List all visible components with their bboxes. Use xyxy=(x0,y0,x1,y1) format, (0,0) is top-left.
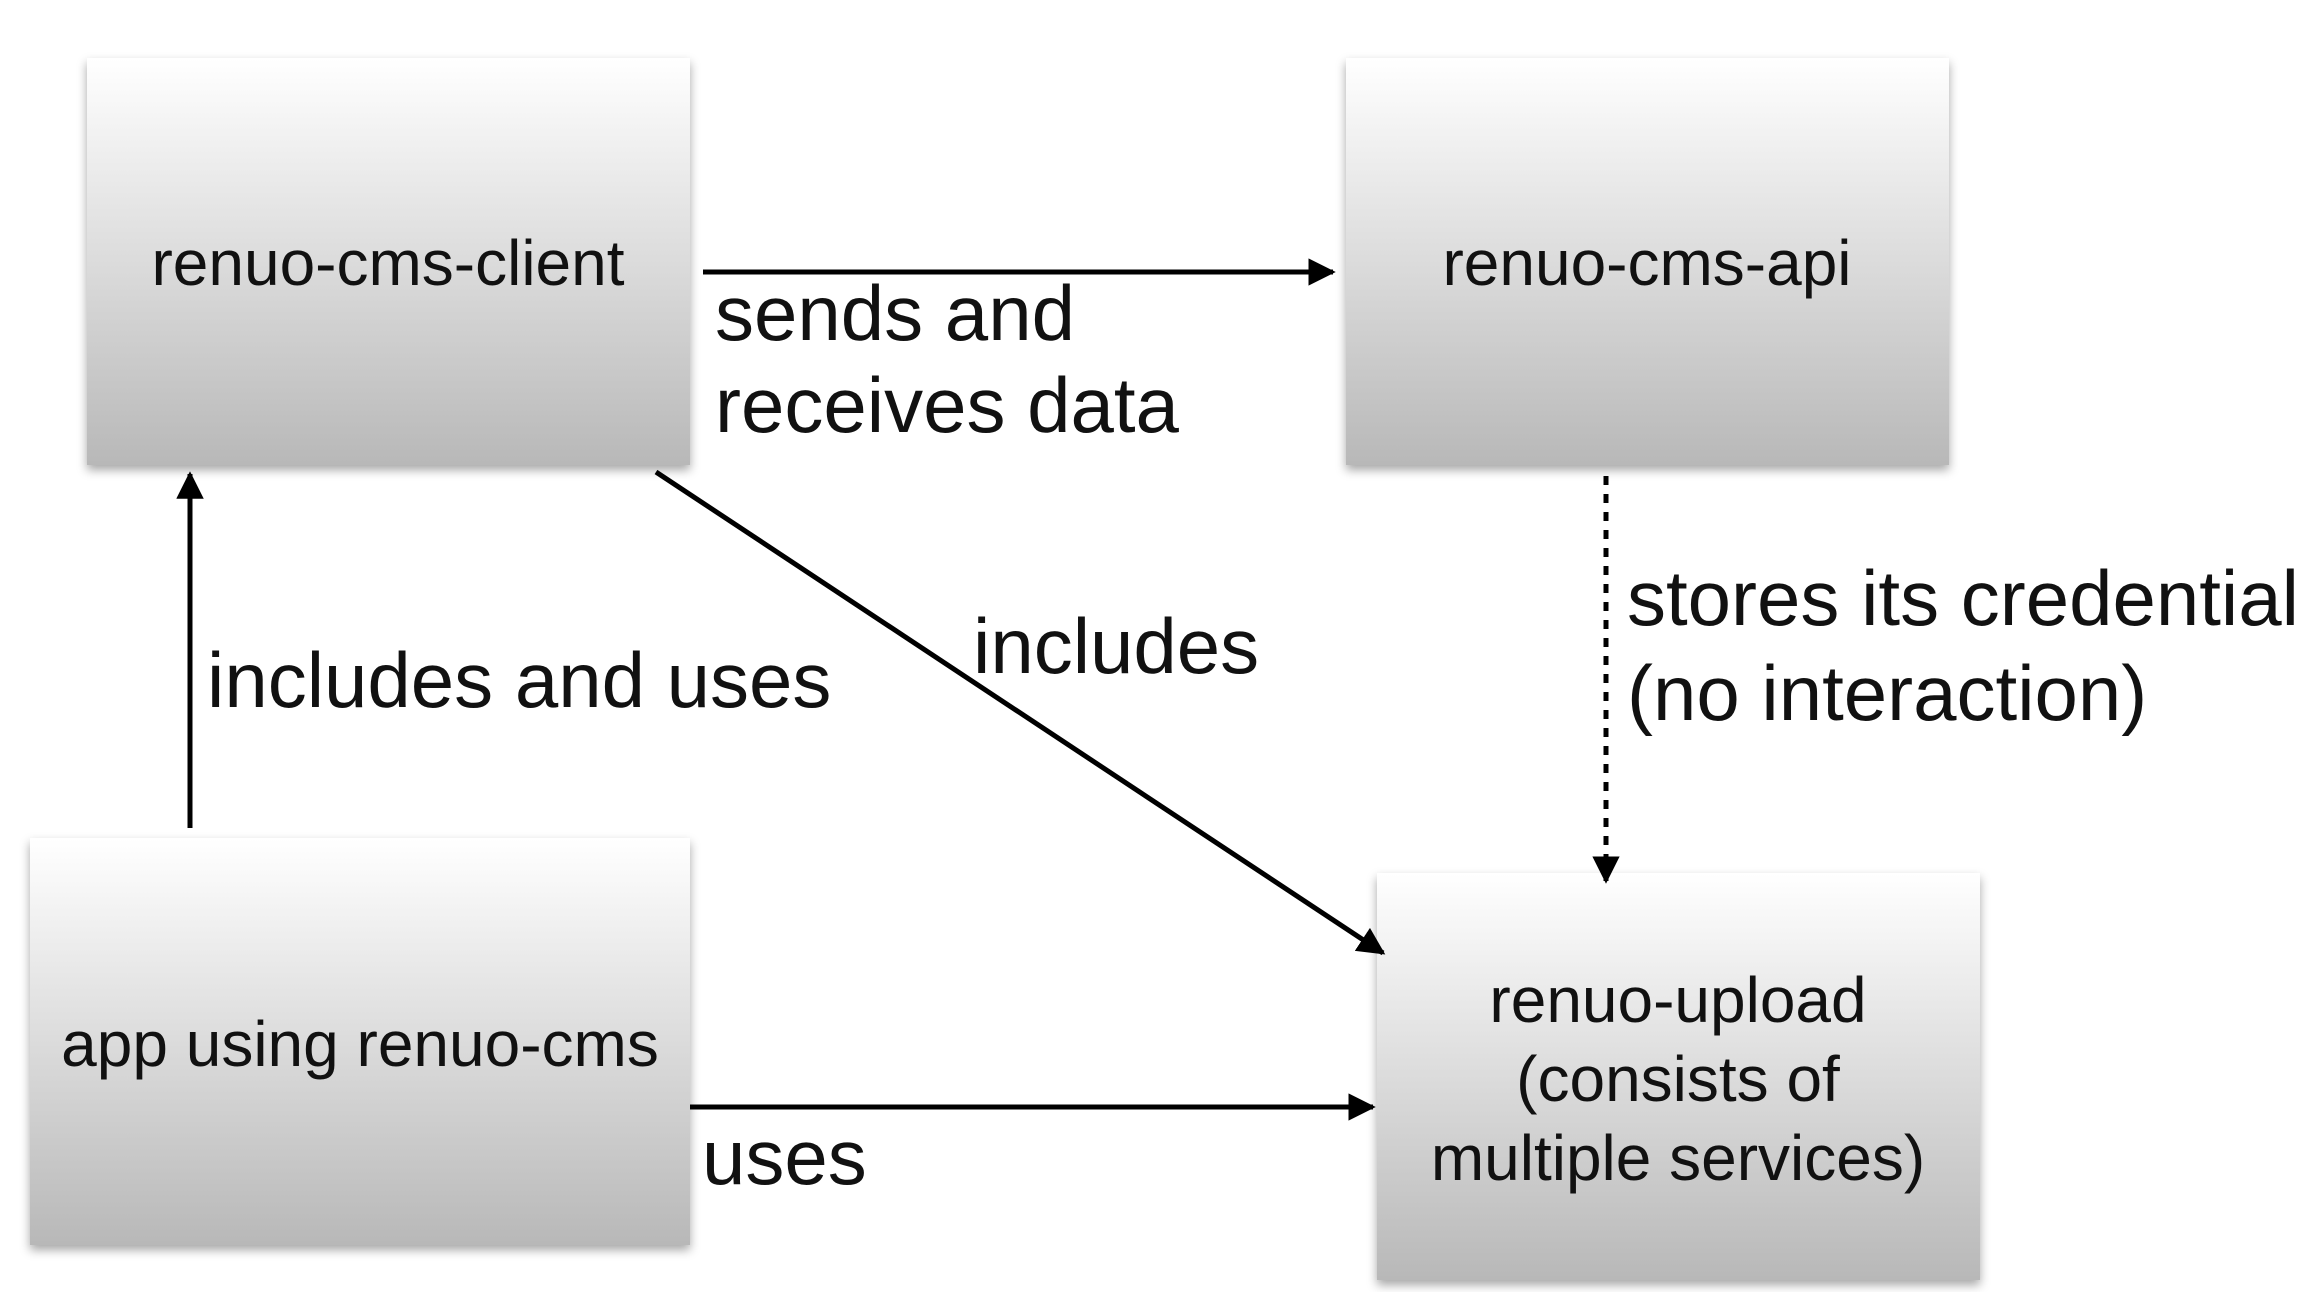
edge-app-to-upload: uses xyxy=(690,1093,1376,1201)
node-label: renuo-cms-api xyxy=(1442,227,1851,299)
arrow xyxy=(654,469,1386,956)
edge-client-to-api: sends and receives data xyxy=(703,258,1336,449)
edge-label-line-2: (no interaction) xyxy=(1627,649,2147,737)
edge-label: includes and uses xyxy=(207,636,831,724)
node-label: renuo-cms-client xyxy=(151,227,624,299)
edge-client-to-upload: includes xyxy=(654,469,1386,956)
edge-label-line-1: sends and xyxy=(715,269,1075,357)
node-app-using-renuo-cms: app using renuo-cms xyxy=(30,838,690,1245)
node-label-line-1: renuo-upload xyxy=(1489,964,1866,1036)
edge-label: uses xyxy=(702,1113,867,1201)
node-label-line-3: multiple services) xyxy=(1431,1122,1925,1194)
edge-label-line-2: receives data xyxy=(715,361,1180,449)
node-renuo-upload: renuo-upload (consists of multiple servi… xyxy=(1377,873,1980,1280)
node-label: app using renuo-cms xyxy=(61,1008,659,1080)
edge-label-line-1: stores its credential xyxy=(1627,554,2299,642)
node-renuo-cms-api: renuo-cms-api xyxy=(1346,58,1949,465)
node-label-line-2: (consists of xyxy=(1516,1043,1840,1115)
edge-label: includes xyxy=(973,602,1259,690)
node-renuo-cms-client: renuo-cms-client xyxy=(87,58,690,465)
edge-api-to-upload: stores its credential (no interaction) xyxy=(1592,476,2299,884)
edge-app-to-client: includes and uses xyxy=(176,471,831,828)
